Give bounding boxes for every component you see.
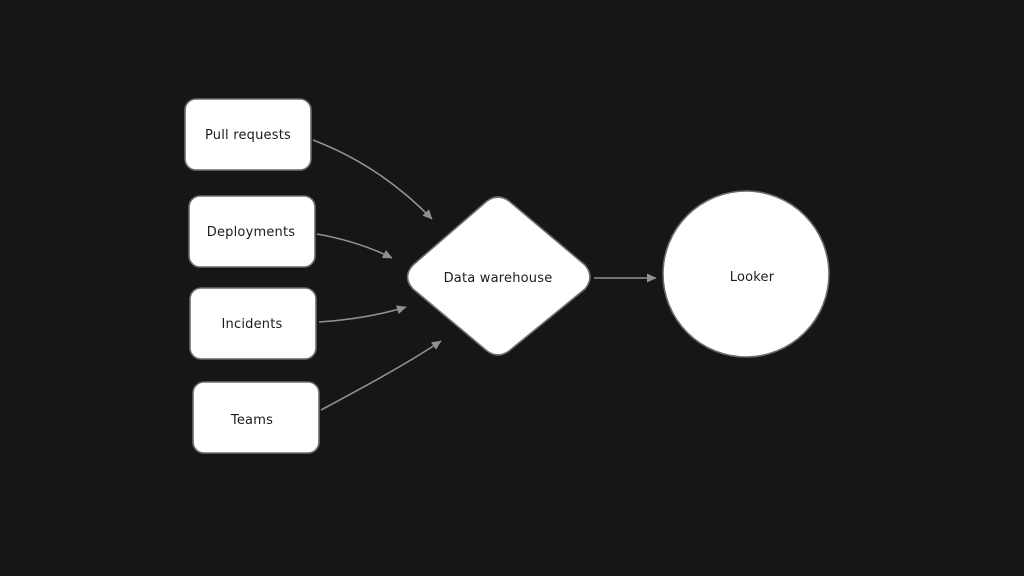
node-deployments-label: Deployments	[207, 225, 296, 240]
node-data-warehouse-label: Data warehouse	[444, 271, 553, 286]
edge-deployments-to-data-warehouse	[316, 233, 393, 259]
edge-pull-requests-to-data-warehouse	[312, 139, 433, 220]
node-teams-label: Teams	[230, 413, 273, 428]
node-incidents-label: Incidents	[222, 317, 283, 332]
edge-incidents-to-data-warehouse	[318, 305, 407, 323]
node-pull-requests[interactable]: Pull requests	[184, 98, 312, 171]
node-looker-label: Looker	[730, 270, 775, 285]
node-data-warehouse[interactable]: Data warehouse	[406, 196, 591, 356]
node-deployments[interactable]: Deployments	[188, 195, 316, 268]
node-looker[interactable]: Looker	[662, 190, 830, 358]
edges	[312, 139, 657, 411]
edge-teams-to-data-warehouse	[320, 340, 442, 411]
node-teams[interactable]: Teams	[192, 381, 320, 454]
node-pull-requests-label: Pull requests	[205, 128, 291, 143]
node-incidents[interactable]: Incidents	[189, 287, 317, 360]
